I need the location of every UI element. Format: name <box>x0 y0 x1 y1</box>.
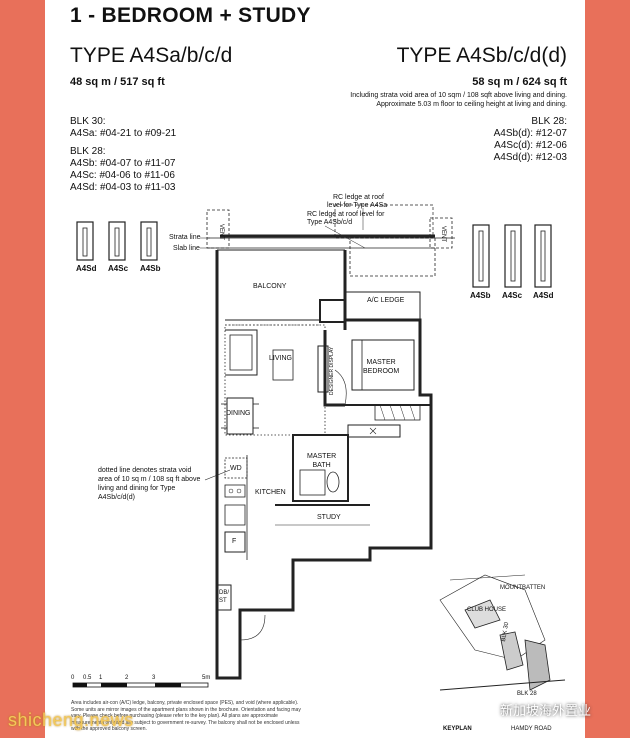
key-right-a4sd: A4Sd <box>533 291 554 300</box>
dining-label: DINING <box>226 410 251 417</box>
keyplan-label: KEYPLAN <box>443 726 472 732</box>
rc-ledge-label-b: RC ledge at roof level for <box>307 211 385 218</box>
page-title: 1 - BEDROOM + STUDY <box>70 4 311 27</box>
watermark-text: shicheng.news <box>8 710 134 730</box>
key-right-a4sc: A4Sc <box>502 291 523 300</box>
study-label: STUDY <box>317 514 341 521</box>
unit-area-right: 58 sq m / 624 sq ft <box>472 76 567 88</box>
wechat-badge: 新加坡海外置业 <box>480 700 591 719</box>
vent-label-left: VENT <box>218 224 224 241</box>
unit-type-right: TYPE A4Sb/c/d(d) <box>396 44 567 67</box>
living-label: LIVING <box>269 355 292 362</box>
strata-line-label: Strata line <box>169 234 201 241</box>
floor-plan-sheet: 1 - BEDROOM + STUDY TYPE A4Sa/b/c/d TYPE… <box>45 0 585 738</box>
key-left-a4sb: A4Sb <box>140 264 161 273</box>
fridge-label: F <box>232 538 237 545</box>
balcony-label: BALCONY <box>253 283 287 290</box>
scale-tick-2: 1 <box>99 675 103 681</box>
master-bath-label: MASTER BATH <box>307 453 337 469</box>
unit-type-left: TYPE A4Sa/b/c/d <box>70 44 233 67</box>
scale-tick-4: 3 <box>152 675 156 681</box>
unit-area-left: 48 sq m / 517 sq ft <box>70 76 165 88</box>
ac-ledge-label: A/C LEDGE <box>367 297 405 304</box>
floor-plan-drawing <box>72 204 566 691</box>
scale-tick-1: 0.5 <box>83 675 92 681</box>
road-label-1: MOUNTBATTEN <box>500 585 546 591</box>
site-keyplan-drawing <box>439 574 566 691</box>
db-st-label: DB/ ST <box>219 590 230 604</box>
vent-label-right: VENT <box>440 226 446 243</box>
disclaimer-text: Area includes air-con (A/C) ledge, balco… <box>71 700 301 732</box>
wd-label: WD <box>230 465 242 472</box>
designer-display-label: DESIGNER DISPLAY <box>329 346 335 395</box>
blk28-label: BLK 28 <box>517 691 537 697</box>
scale-tick-0: 0 <box>71 675 75 681</box>
wechat-icon <box>480 703 496 717</box>
scale-bar <box>72 682 209 688</box>
block-list-right: BLK 28: A4Sb(d): #12-07 A4Sc(d): #12-06 … <box>493 116 567 163</box>
key-right-a4sb: A4Sb <box>470 291 491 300</box>
rc-ledge-label-a2: level for Type A4Sa <box>327 202 388 209</box>
master-bedroom-label: MASTER BEDROOM <box>363 359 400 375</box>
area-note: Including strata void area of 10 sqm / 1… <box>350 92 567 108</box>
rc-ledge-label-a: RC ledge at roof <box>333 194 384 201</box>
void-note: dotted line denotes strata void area of … <box>98 467 201 501</box>
scale-tick-3: 2 <box>125 675 129 681</box>
key-left-a4sd: A4Sd <box>76 264 97 273</box>
block-list-left: BLK 30: A4Sa: #04-21 to #09-21 BLK 28: A… <box>70 116 177 193</box>
road-label-2: HAMDY ROAD <box>511 726 552 732</box>
slab-line-label: Slab line <box>173 245 200 252</box>
club-label: CLUB HOUSE <box>467 607 507 613</box>
key-left-a4sc: A4Sc <box>108 264 129 273</box>
rc-ledge-label-b2: Type A4Sb/c/d <box>307 219 353 226</box>
scale-tick-5: 5m <box>202 675 211 681</box>
kitchen-label: KITCHEN <box>255 489 286 496</box>
